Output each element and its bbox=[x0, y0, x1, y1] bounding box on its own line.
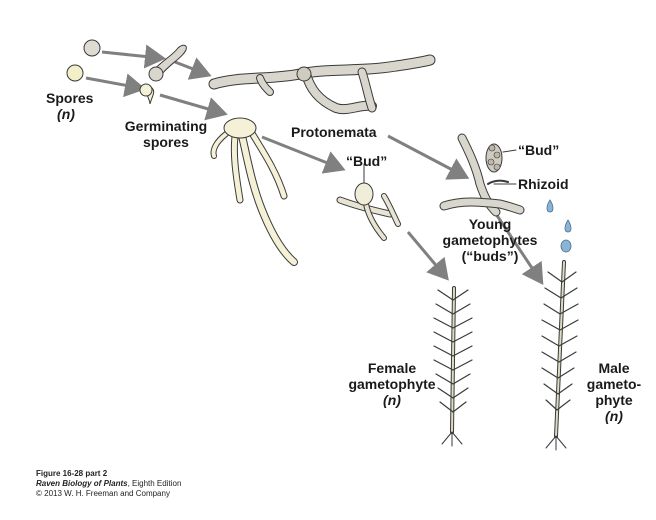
figure-caption: Figure 16-28 part 2 Raven Biology of Pla… bbox=[36, 469, 181, 499]
caption-figure-number: Figure 16-28 part 2 bbox=[36, 469, 108, 478]
label-female-gametophyte: Female gametophyte (n) bbox=[342, 360, 442, 408]
arrow-bud-to-female bbox=[406, 231, 449, 281]
label-young-gametophytes: Young gametophytes (“buds”) bbox=[434, 216, 546, 264]
germinating-large bbox=[210, 117, 298, 266]
young-line-3: (“buds”) bbox=[461, 248, 519, 264]
germling-small bbox=[139, 44, 187, 105]
label-bud-small: “Bud” bbox=[346, 153, 388, 169]
protonema-filament bbox=[208, 54, 436, 115]
spore-2 bbox=[66, 64, 84, 82]
arrow-protonema-to-young bbox=[387, 134, 470, 180]
label-spores: Spores (n) bbox=[46, 90, 93, 122]
female-gametophyte-plant bbox=[433, 286, 473, 447]
young-line-2: gametophytes bbox=[442, 232, 538, 248]
germinating-line-2: spores bbox=[143, 134, 189, 150]
female-ploidy: (n) bbox=[383, 392, 401, 408]
caption-book-title: Raven Biology of Plants bbox=[36, 479, 128, 488]
germinating-line-1: Germinating bbox=[124, 118, 208, 134]
male-line-2: gameto- bbox=[586, 376, 642, 392]
arrow-spore-to-germinating bbox=[85, 73, 146, 98]
caption-source: Raven Biology of Plants, Eighth Edition bbox=[36, 479, 181, 489]
spores-ploidy: (n) bbox=[57, 106, 75, 122]
arrow-spore-to-protonema bbox=[101, 44, 166, 69]
label-rhizoid: Rhizoid bbox=[518, 176, 569, 192]
arrow-germinating-to-bud bbox=[261, 135, 346, 174]
bud-on-protonema bbox=[336, 163, 401, 241]
water-drops bbox=[546, 199, 572, 233]
arrows bbox=[85, 44, 544, 285]
caption-copyright: © 2013 W. H. Freeman and Company bbox=[36, 489, 170, 498]
arrow-young-to-male bbox=[490, 207, 544, 285]
female-line-2: gametophyte bbox=[348, 376, 436, 392]
arrow-germinating-to-large bbox=[159, 93, 228, 121]
label-male-gametophyte: Male gameto- phyte (n) bbox=[578, 360, 650, 424]
arrow-germling-to-protonema bbox=[174, 57, 212, 80]
male-ploidy: (n) bbox=[605, 408, 623, 424]
label-germinating-spores: Germinating spores bbox=[120, 118, 212, 150]
male-line-3: phyte bbox=[595, 392, 633, 408]
young-line-1: Young bbox=[468, 216, 512, 232]
female-line-1: Female bbox=[367, 360, 417, 376]
water-drop-on-male bbox=[560, 239, 572, 253]
label-bud-right: “Bud” bbox=[518, 142, 560, 158]
caption-edition: , Eighth Edition bbox=[127, 479, 182, 488]
young-gametophyte-detail bbox=[439, 133, 525, 217]
male-gametophyte-plant bbox=[541, 239, 579, 451]
label-protonemata: Protonemata bbox=[291, 124, 377, 140]
spores-group bbox=[66, 39, 101, 82]
male-line-1: Male bbox=[598, 360, 630, 376]
spore-1 bbox=[83, 39, 101, 57]
spores-text: Spores bbox=[46, 90, 94, 106]
